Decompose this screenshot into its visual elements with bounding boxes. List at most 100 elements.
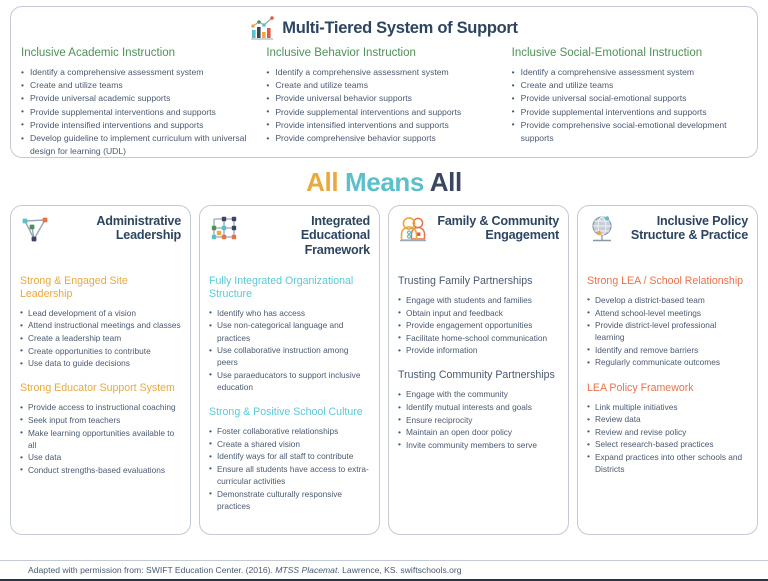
list-item: Link multiple initiatives (587, 400, 748, 413)
tagline-word-1: All (306, 167, 339, 197)
list-item: Provide supplemental interventions and s… (21, 105, 256, 119)
tagline-all-means-all: All Means All (10, 167, 758, 198)
card-title: Family & Community Engagement (437, 214, 559, 243)
list-item: Attend instructional meetings and classe… (20, 319, 181, 332)
list-item: Provide intensified interventions and su… (266, 118, 501, 132)
list-item: Invite community members to serve (398, 438, 559, 451)
list-item: Review and revise policy (587, 425, 748, 438)
section-list: Identify who has access Use non-categori… (209, 306, 370, 393)
list-item: Identify a comprehensive assessment syst… (21, 66, 256, 79)
mtss-column-list: Identify a comprehensive assessment syst… (21, 66, 256, 158)
mtss-columns: Inclusive Academic Instruction Identify … (21, 47, 747, 158)
card-header: Integrated Educational Framework (209, 214, 370, 268)
section-heading: Strong LEA / School Relationship (587, 275, 744, 287)
section-list: Engage with the community Identify mutua… (398, 388, 559, 451)
list-item: Attend school-level meetings (587, 306, 748, 319)
list-item: Provide universal academic supports (21, 92, 256, 105)
list-item: Provide supplemental interventions and s… (266, 105, 501, 119)
footer-attribution: Adapted with permission from: SWIFT Educ… (0, 560, 768, 581)
mtss-column-list: Identify a comprehensive assessment syst… (266, 66, 501, 145)
mtss-title: Multi-Tiered System of Support (282, 18, 518, 37)
list-item: Provide comprehensive behavior supports (266, 132, 501, 145)
list-item: Provide information (398, 344, 559, 357)
list-item: Ensure all students have access to extra… (209, 462, 370, 487)
card-integrated-educational-framework: Integrated Educational Framework Fully I… (199, 205, 380, 535)
domain-cards: Administrative Leadership Strong & Engag… (10, 205, 758, 535)
list-item: Expand practices into other schools and … (587, 450, 748, 475)
card-header: Inclusive Policy Structure & Practice (587, 214, 748, 268)
list-item: Engage with the community (398, 388, 559, 401)
card-title: Inclusive Policy Structure & Practice (630, 214, 748, 243)
list-item: Use data (20, 451, 181, 464)
list-item: Provide district-level professional lear… (587, 319, 748, 343)
list-item: Identify who has access (209, 306, 370, 319)
grid-lattice-icon (209, 214, 239, 251)
list-item: Select research-based practices (587, 438, 748, 451)
list-item: Create and utilize teams (266, 79, 501, 92)
list-item: Create and utilize teams (21, 79, 256, 92)
list-item: Identify ways for all staff to contribut… (209, 450, 370, 463)
list-item: Provide supplemental interventions and s… (512, 105, 747, 119)
bar-chart-line-icon (250, 15, 276, 41)
list-item: Facilitate home-school communication (398, 331, 559, 344)
list-item: Foster collaborative relationships (209, 425, 370, 438)
list-item: Provide universal behavior supports (266, 92, 501, 105)
list-item: Develop a district-based team (587, 293, 748, 306)
mtss-column-behavior: Inclusive Behavior Instruction Identify … (266, 47, 501, 158)
list-item: Develop guideline to implement curriculu… (21, 132, 256, 157)
list-item: Seek input from teachers (20, 413, 181, 426)
mtss-column-social-emotional: Inclusive Social-Emotional Instruction I… (512, 47, 747, 158)
footer-suffix: . Lawrence, KS. swiftschools.org (337, 565, 462, 575)
list-item: Create a leadership team (20, 332, 181, 345)
list-item: Regularly communicate outcomes (587, 356, 748, 369)
card-title: Administrative Leadership (96, 214, 181, 243)
section-list: Engage with students and families Obtain… (398, 293, 559, 357)
mtss-column-title: Inclusive Behavior Instruction (266, 47, 416, 59)
list-item: Identify and remove barriers (587, 343, 748, 356)
list-item: Identify mutual interests and goals (398, 400, 559, 413)
mtss-banner: Multi-Tiered System of Support Inclusive… (10, 6, 758, 158)
list-item: Make learning opportunities available to… (20, 426, 181, 451)
mtss-column-academic: Inclusive Academic Instruction Identify … (21, 47, 256, 158)
list-item: Obtain input and feedback (398, 306, 559, 319)
card-inclusive-policy-structure-practice: Inclusive Policy Structure & Practice St… (577, 205, 758, 535)
list-item: Use collaborative instruction among peer… (209, 344, 370, 368)
section-heading: Trusting Community Partnerships (398, 369, 555, 382)
list-item: Provide access to instructional coaching (20, 401, 181, 414)
card-header: Administrative Leadership (20, 214, 181, 268)
network-nodes-icon (20, 214, 50, 251)
section-heading: LEA Policy Framework (587, 381, 694, 394)
card-title: Integrated Educational Framework (300, 214, 370, 257)
list-item: Demonstrate culturally responsive practi… (209, 487, 370, 512)
list-item: Provide intensified interventions and su… (21, 118, 256, 132)
footer-prefix: Adapted with permission from: SWIFT Educ… (28, 565, 273, 575)
list-item: Use data to guide decisions (20, 357, 181, 370)
section-heading: Strong Educator Support System (20, 382, 175, 395)
mtss-header: Multi-Tiered System of Support (21, 15, 747, 41)
card-family-community-engagement: Family & Community Engagement Trusting F… (388, 205, 569, 535)
list-item: Identify a comprehensive assessment syst… (512, 66, 747, 79)
section-heading: Fully Integrated Organizational Structur… (209, 275, 354, 300)
section-heading: Strong & Positive School Culture (209, 406, 363, 419)
list-item: Maintain an open door policy (398, 426, 559, 439)
tagline-word-2: Means (345, 167, 424, 197)
section-list: Develop a district-based team Attend sch… (587, 293, 748, 369)
mtss-column-title: Inclusive Academic Instruction (21, 47, 176, 59)
card-header: Family & Community Engagement (398, 214, 559, 268)
list-item: Use non-categorical language and practic… (209, 319, 370, 343)
list-item: Create and utilize teams (512, 79, 747, 92)
section-list: Lead development of a vision Attend inst… (20, 306, 181, 370)
section-list: Foster collaborative relationships Creat… (209, 425, 370, 512)
list-item: Create opportunities to contribute (20, 344, 181, 357)
two-people-icon (398, 214, 428, 251)
list-item: Provide universal social-emotional suppo… (512, 92, 747, 105)
section-heading: Trusting Family Partnerships (398, 275, 533, 287)
list-item: Identify a comprehensive assessment syst… (266, 66, 501, 79)
card-administrative-leadership: Administrative Leadership Strong & Engag… (10, 205, 191, 535)
section-list: Provide access to instructional coaching… (20, 401, 181, 476)
globe-stand-icon (587, 214, 617, 251)
list-item: Provide engagement opportunities (398, 319, 559, 332)
section-list: Link multiple initiatives Review data Re… (587, 400, 748, 476)
list-item: Review data (587, 413, 748, 426)
